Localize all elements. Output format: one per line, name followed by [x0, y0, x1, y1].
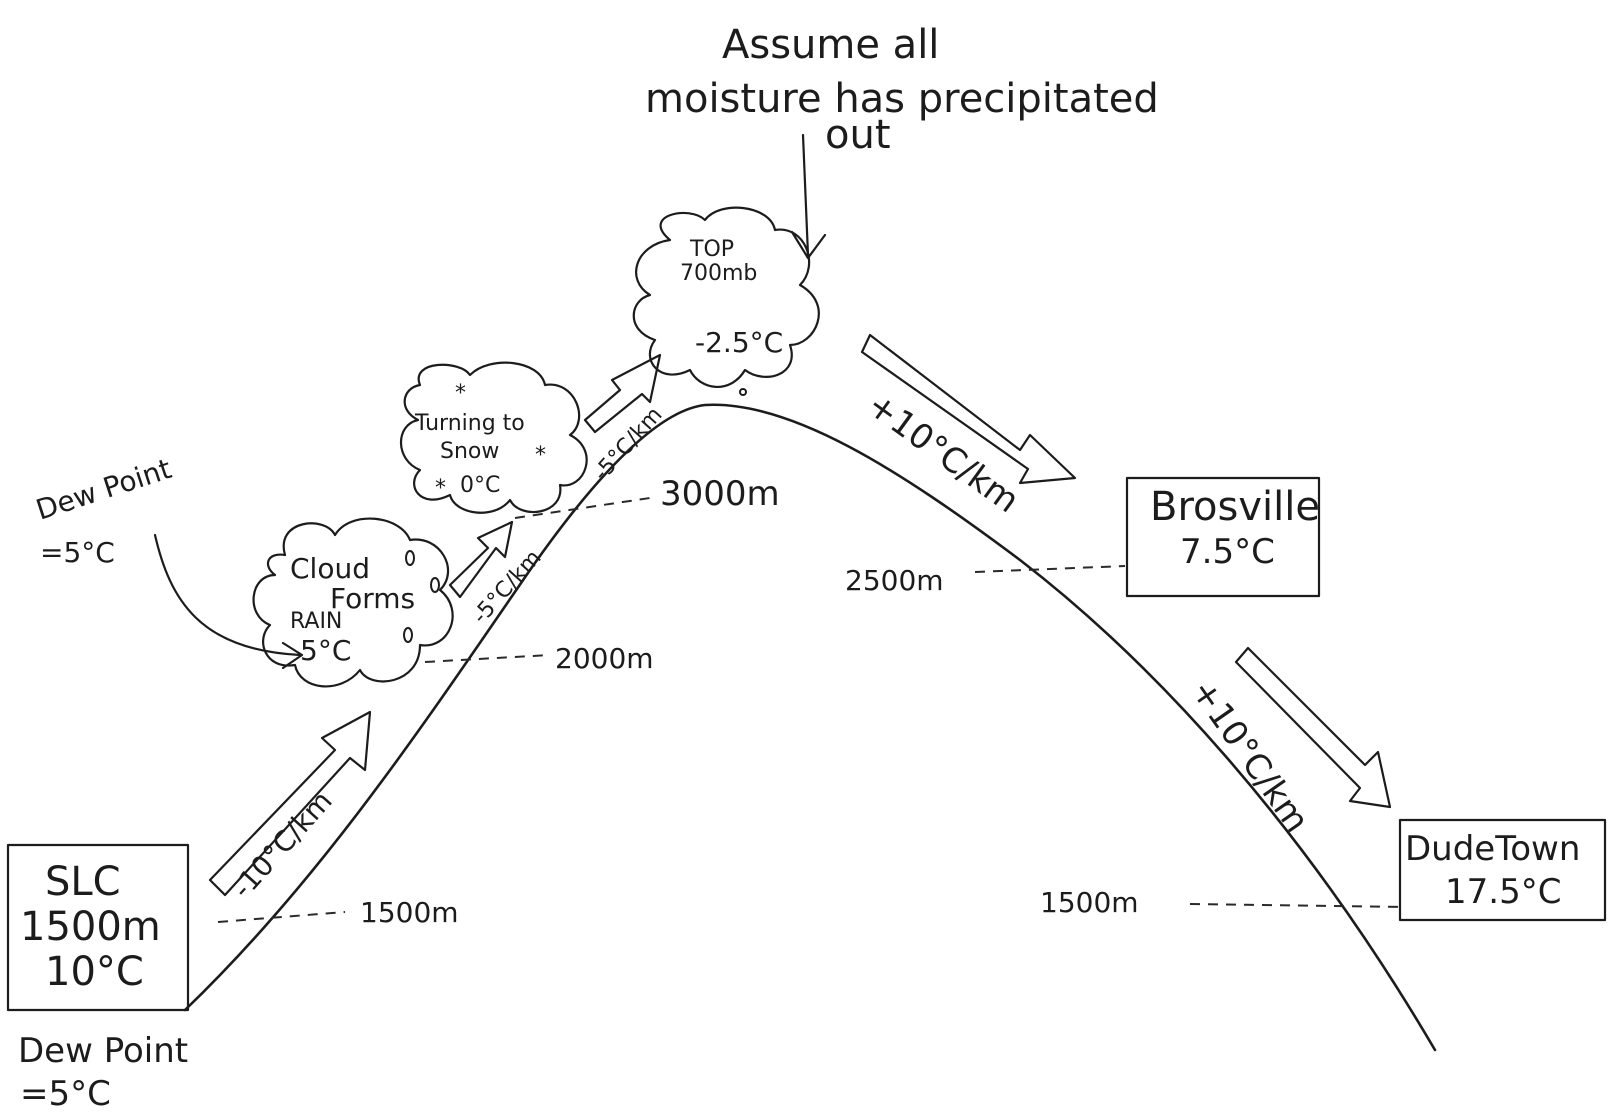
rate-moist-1: -5°C/km [468, 545, 547, 629]
snow-cloud-temp: 0°C [460, 473, 500, 498]
slc-name: SLC [45, 859, 121, 905]
snow-cloud-line-1: Turning to [414, 411, 525, 436]
summit-cloud-temp: -2.5°C [695, 326, 783, 359]
snowflake-icon: * [535, 443, 546, 468]
summit-cloud-shape [634, 208, 819, 387]
rain-cloud-line-2: Forms [330, 582, 415, 615]
slc-temp: 10°C [45, 949, 144, 995]
raindrop-icon [404, 628, 412, 642]
snowflake-icon: * [435, 476, 446, 501]
elevation-label-3000: 3000m [660, 474, 780, 514]
elevation-line-2500-right [975, 566, 1125, 572]
ascent-arrow-dry [210, 712, 370, 895]
summit-dot [740, 389, 746, 395]
snow-cloud-line-2: Snow [440, 439, 499, 464]
note-arrow [792, 135, 825, 258]
note-line-2: moisture has precipitated [645, 76, 1159, 122]
dew-point-upper-line-2: =5°C [40, 536, 115, 569]
elevation-label-1500-left: 1500m [360, 896, 459, 929]
elevation-line-1500-left [218, 912, 345, 922]
note-line-1: Assume all [722, 22, 939, 68]
slc-elevation: 1500m [20, 904, 161, 950]
raindrop-icon [431, 578, 439, 592]
elevation-label-2500-right: 2500m [845, 564, 944, 597]
rate-moist-2: -5°C/km [589, 402, 668, 486]
dew-point-upper-line-1: Dew Point [32, 452, 175, 527]
elevation-label-2000: 2000m [555, 642, 654, 675]
brosville-temp: 7.5°C [1180, 532, 1275, 572]
dew-point-lower-line-1: Dew Point [18, 1031, 188, 1071]
dudetown-temp: 17.5°C [1445, 872, 1561, 912]
note-line-3: out [825, 112, 891, 158]
elevation-line-1500-right [1190, 904, 1405, 907]
rate-down-1: +10°C/km [860, 385, 1027, 521]
brosville-name: Brosville [1150, 484, 1320, 530]
elevation-line-2000 [425, 655, 550, 662]
dew-point-lower-line-2: =5°C [20, 1074, 111, 1114]
rain-cloud-line-1: Cloud [290, 552, 370, 585]
elevation-label-1500-right: 1500m [1040, 886, 1139, 919]
moisture-note: Assume all moisture has precipitated out [645, 22, 1159, 158]
raindrop-icon [406, 551, 414, 565]
rain-cloud-temp: 5°C [300, 634, 351, 667]
summit-cloud-line-1: TOP [689, 237, 734, 262]
snowflake-icon: * [455, 381, 466, 406]
summit-cloud-line-2: 700mb [680, 261, 757, 286]
rain-cloud-rain: RAIN [290, 609, 342, 634]
dudetown-name: DudeTown [1405, 829, 1580, 869]
